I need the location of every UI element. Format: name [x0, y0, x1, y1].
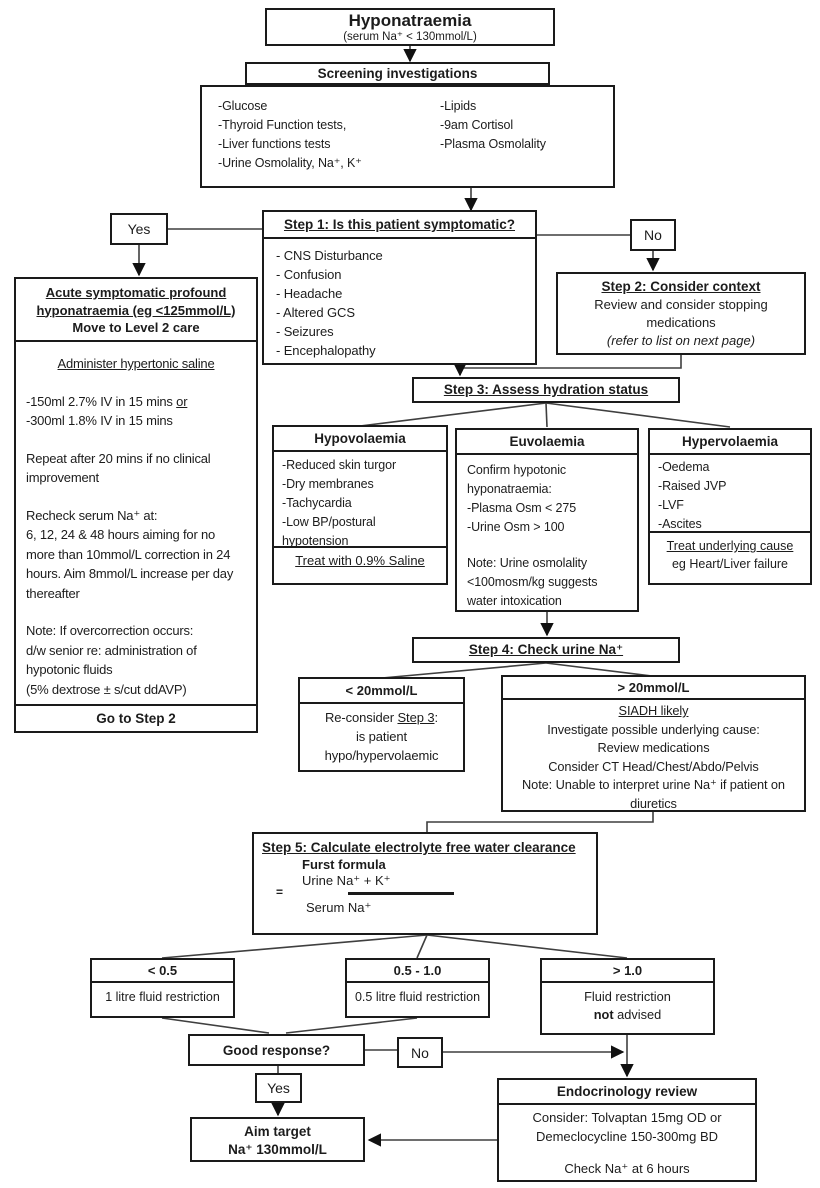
list-item: - CNS Disturbance	[276, 248, 383, 263]
yes-label: Yes	[127, 221, 151, 237]
screening-header: Screening investigations	[245, 62, 550, 85]
result-0_5-1_0-box: 0.5 - 1.0 0.5 litre fluid restriction	[345, 958, 490, 1018]
list-item: -Lipids	[440, 99, 477, 113]
acute-note3: (5% dextrose ± s/cut ddAVP)	[26, 681, 187, 697]
acute-body: Administer hypertonic saline -150ml 2.7%…	[16, 342, 256, 711]
acute-dose2: -300ml 1.8% IV in 15 mins	[26, 413, 173, 428]
screening-list-left: -Glucose -Thyroid Function tests, -Liver…	[208, 91, 458, 179]
list-item: - Headache	[276, 286, 343, 301]
list-item: - Seizures	[276, 324, 334, 339]
list-item: - Altered GCS	[276, 305, 355, 320]
step1-header: Step 1: Is this patient symptomatic?	[264, 212, 535, 239]
acute-recheck-intro: Recheck serum Na⁺ at:	[26, 507, 158, 523]
list-item: -Urine Osm > 100	[467, 520, 565, 534]
no-branch-box: No	[397, 1037, 443, 1068]
list-item: -LVF	[658, 498, 684, 512]
acute-box: Acute symptomatic profound hyponatraemia…	[14, 277, 258, 733]
list-item: -Oedema	[658, 460, 710, 474]
hypovolaemia-footer: Treat with 0.9% Saline	[274, 546, 446, 573]
result-over-1_0-box: > 1.0 Fluid restriction not advised	[540, 958, 715, 1035]
hypovolaemia-header: Hypovolaemia	[274, 427, 446, 452]
urine-under20-header: < 20mmol/L	[300, 679, 463, 704]
list-item: -Liver functions tests	[218, 137, 331, 151]
step5-formula-label: Furst formula	[302, 857, 386, 872]
endocrinology-body: Consider: Tolvaptan 15mg OD or Demeclocy…	[532, 1110, 722, 1176]
no-box: No	[630, 219, 676, 251]
hypovolaemia-box: Hypovolaemia -Reduced skin turgor -Dry m…	[272, 425, 448, 585]
euvolaemia-box: Euvolaemia Confirm hypotonic hyponatraem…	[455, 428, 639, 612]
list-item: -Raised JVP	[658, 479, 727, 493]
result-over-1_0-body: Fluid restriction not advised	[584, 989, 671, 1022]
acute-recheck-detail: 6, 12, 24 & 48 hours aiming for no more …	[26, 527, 234, 601]
endocrinology-box: Endocrinology review Consider: Tolvaptan…	[497, 1078, 757, 1182]
step4-header: Step 4: Check urine Na⁺	[412, 637, 680, 663]
list-item: -Ascites	[658, 517, 702, 531]
list-item: - Encephalopathy	[276, 343, 376, 358]
acute-repeat: Repeat after 20 mins if no clinical impr…	[26, 450, 211, 486]
acute-header-sub: Move to Level 2 care	[72, 320, 200, 335]
hypervolaemia-header: Hypervolaemia	[650, 430, 810, 455]
screening-header-label: Screening investigations	[317, 66, 478, 81]
endocrinology-header: Endocrinology review	[499, 1080, 755, 1105]
list-item: -Dry membranes	[282, 477, 374, 491]
no-label: No	[644, 227, 662, 243]
no-label: No	[411, 1044, 429, 1061]
list-item: -Low BP/postural hypotension	[282, 515, 376, 548]
good-response-box: Good response?	[188, 1034, 365, 1066]
yes-label: Yes	[267, 1080, 290, 1096]
yes-box: Yes	[110, 213, 168, 245]
hypovolaemia-list: -Reduced skin turgor -Dry membranes -Tac…	[274, 452, 446, 548]
hypervolaemia-box: Hypervolaemia -Oedema -Raised JVP -LVF -…	[648, 428, 812, 585]
step2-body: Review and consider stopping medications	[594, 297, 768, 330]
hypervolaemia-footer: Treat underlying cause eg Heart/Liver fa…	[650, 531, 810, 577]
step3-header: Step 3: Assess hydration status	[412, 377, 680, 403]
list-item: -9am Cortisol	[440, 118, 514, 132]
list-item: -Plasma Osmolality	[440, 137, 546, 151]
acute-header: Acute symptomatic profound hyponatraemia…	[16, 279, 256, 342]
acute-dose1: -150ml 2.7% IV in 15 mins or	[26, 393, 188, 409]
step1-box: Step 1: Is this patient symptomatic? - C…	[262, 210, 537, 365]
hypervolaemia-list: -Oedema -Raised JVP -LVF -Ascites	[650, 455, 810, 531]
urine-under20-body: Re-consider Step 3: is patient hypo/hype…	[324, 710, 439, 763]
page-title: Hyponatraemia	[348, 11, 472, 30]
list-item: -Glucose	[218, 99, 268, 113]
title-box: Hyponatraemia (serum Na⁺ < 130mmol/L)	[265, 8, 555, 46]
acute-admin-line: Administer hypertonic saline	[57, 356, 215, 371]
step5-equals: =	[276, 885, 284, 899]
step5-box: Step 5: Calculate electrolyte free water…	[252, 832, 598, 935]
fraction-bar	[348, 892, 454, 895]
result-under-0_5-box: < 0.5 1 litre fluid restriction	[90, 958, 235, 1018]
acute-footer: Go to Step 2	[16, 704, 256, 731]
list-item: -Tachycardia	[282, 496, 352, 510]
step2-box: Step 2: Consider context Review and cons…	[556, 272, 806, 355]
acute-note2: d/w senior re: administration of hypoton…	[26, 642, 197, 678]
urine-over20-body: SIADH likely Investigate possible underl…	[522, 703, 785, 811]
step5-header: Step 5: Calculate electrolyte free water…	[262, 840, 576, 855]
step5-denominator: Serum Na⁺	[306, 900, 372, 915]
urine-under20-box: < 20mmol/L Re-consider Step 3: is patien…	[298, 677, 465, 772]
euvolaemia-intro: Confirm hypotonic hyponatraemia:	[467, 463, 567, 496]
screening-list: -Glucose -Thyroid Function tests, -Liver…	[200, 85, 615, 188]
screening-list-right: -Lipids -9am Cortisol -Plasma Osmolality	[430, 91, 630, 160]
step2-header: Step 2: Consider context	[601, 279, 761, 294]
title-subtext: (serum Na⁺ < 130mmol/L)	[343, 31, 477, 43]
aim-target-box: Aim target Na⁺ 130mmol/L	[190, 1117, 365, 1162]
list-item: -Reduced skin turgor	[282, 458, 397, 472]
urine-over20-box: > 20mmol/L SIADH likely Investigate poss…	[501, 675, 806, 812]
euvolaemia-note: Note: Urine osmolality <100mosm/kg sugge…	[467, 556, 598, 608]
step2-note: (refer to list on next page)	[606, 333, 756, 348]
step5-fraction-row: =	[262, 885, 588, 899]
acute-note1: Note: If overcorrection occurs:	[26, 623, 194, 638]
euvolaemia-header: Euvolaemia	[457, 430, 637, 455]
step5-numerator: Urine Na⁺ + K⁺	[302, 873, 391, 888]
urine-over20-header: > 20mmol/L	[503, 677, 804, 700]
list-item: - Confusion	[276, 267, 342, 282]
acute-header-main: Acute symptomatic profound hyponatraemia…	[36, 285, 236, 318]
list-item: -Plasma Osm < 275	[467, 501, 577, 515]
list-item: -Thyroid Function tests,	[218, 118, 347, 132]
list-item: -Urine Osmolality, Na⁺, K⁺	[218, 156, 362, 170]
yes-branch-box: Yes	[255, 1073, 302, 1103]
